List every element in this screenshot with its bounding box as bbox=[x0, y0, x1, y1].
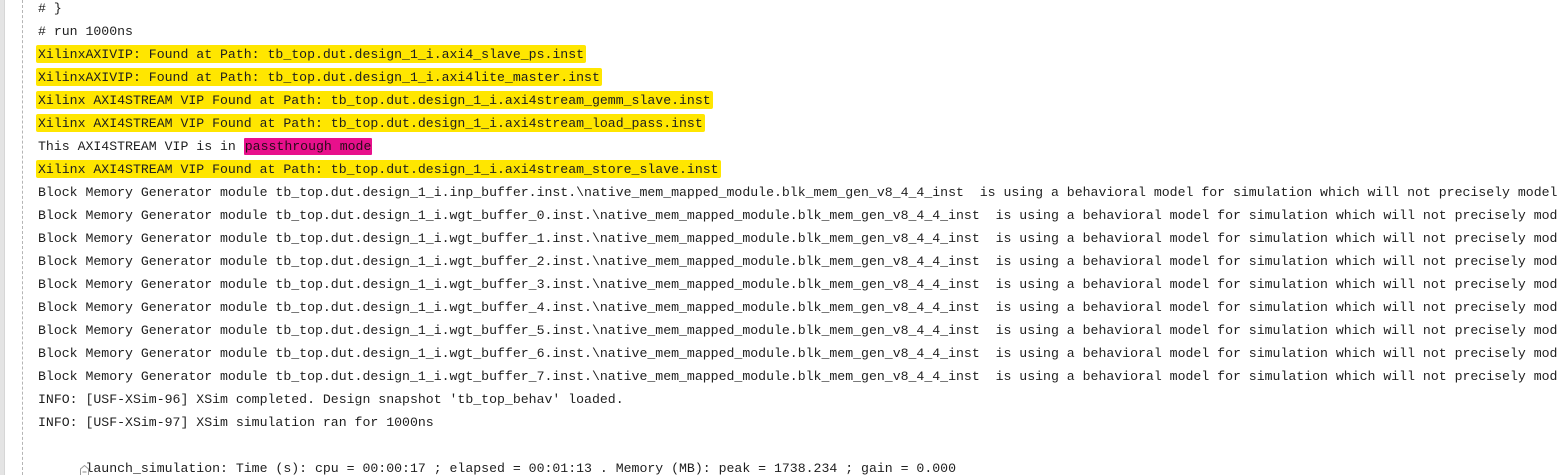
line-text: launch_simulation: Time (s): cpu = 00:00… bbox=[85, 461, 957, 475]
console-line: Block Memory Generator module tb_top.dut… bbox=[38, 365, 1557, 388]
console-line-passthrough: This AXI4STREAM VIP is in passthrough mo… bbox=[38, 135, 1557, 158]
console-line: Block Memory Generator module tb_top.dut… bbox=[38, 342, 1557, 365]
line-text: This AXI4STREAM VIP is in bbox=[38, 139, 244, 154]
line-text-yellow-highlight: XilinxAXIVIP: Found at Path: tb_top.dut.… bbox=[36, 68, 602, 86]
line-text: INFO: [USF-XSim-96] XSim completed. Desi… bbox=[38, 392, 624, 407]
line-text: Block Memory Generator module tb_top.dut… bbox=[38, 323, 1557, 338]
line-text-yellow-highlight: Xilinx AXI4STREAM VIP Found at Path: tb_… bbox=[36, 160, 721, 178]
console-line-highlighted: Xilinx AXI4STREAM VIP Found at Path: tb_… bbox=[36, 112, 1557, 135]
console-line: Block Memory Generator module tb_top.dut… bbox=[38, 319, 1557, 342]
console-line: Block Memory Generator module tb_top.dut… bbox=[38, 273, 1557, 296]
passthrough-mode-magenta-highlight: passthrough mode bbox=[243, 138, 373, 155]
console-line-foldable: launch_simulation: Time (s): cpu = 00:00… bbox=[38, 434, 1557, 475]
line-text: Block Memory Generator module tb_top.dut… bbox=[38, 185, 1557, 200]
console-line: Block Memory Generator module tb_top.dut… bbox=[38, 250, 1557, 273]
collapse-fold-icon[interactable] bbox=[16, 439, 90, 475]
console-line: # } bbox=[38, 0, 1557, 20]
line-text: Block Memory Generator module tb_top.dut… bbox=[38, 346, 1557, 361]
console-line-highlighted: Xilinx AXI4STREAM VIP Found at Path: tb_… bbox=[36, 89, 1557, 112]
line-text: Block Memory Generator module tb_top.dut… bbox=[38, 231, 1557, 246]
console-line-highlighted: XilinxAXIVIP: Found at Path: tb_top.dut.… bbox=[36, 43, 1557, 66]
console-line-highlighted: XilinxAXIVIP: Found at Path: tb_top.dut.… bbox=[36, 66, 1557, 89]
console-line: INFO: [USF-XSim-96] XSim completed. Desi… bbox=[38, 388, 1557, 411]
console-line: INFO: [USF-XSim-97] XSim simulation ran … bbox=[38, 411, 1557, 434]
line-text: Block Memory Generator module tb_top.dut… bbox=[38, 208, 1557, 223]
console-gutter-strip bbox=[0, 0, 5, 475]
line-text: Block Memory Generator module tb_top.dut… bbox=[38, 369, 1557, 384]
line-text-yellow-highlight: Xilinx AXI4STREAM VIP Found at Path: tb_… bbox=[36, 114, 705, 132]
line-text: Block Memory Generator module tb_top.dut… bbox=[38, 254, 1557, 269]
console-line: Block Memory Generator module tb_top.dut… bbox=[38, 296, 1557, 319]
line-text: # } bbox=[38, 1, 62, 16]
line-text-yellow-highlight: XilinxAXIVIP: Found at Path: tb_top.dut.… bbox=[36, 45, 587, 63]
console-line-highlighted: Xilinx AXI4STREAM VIP Found at Path: tb_… bbox=[36, 158, 1557, 181]
line-text-yellow-highlight: Xilinx AXI4STREAM VIP Found at Path: tb_… bbox=[36, 91, 713, 109]
line-text: INFO: [USF-XSim-97] XSim simulation ran … bbox=[38, 415, 434, 430]
console-line: Block Memory Generator module tb_top.dut… bbox=[38, 181, 1557, 204]
line-text: Block Memory Generator module tb_top.dut… bbox=[38, 277, 1557, 292]
console-lines: # } # run 1000ns XilinxAXIVIP: Found at … bbox=[36, 0, 1557, 475]
fold-guide-line bbox=[22, 0, 23, 475]
line-text: Block Memory Generator module tb_top.dut… bbox=[38, 300, 1557, 315]
console-line: Block Memory Generator module tb_top.dut… bbox=[38, 227, 1557, 250]
console-line: Block Memory Generator module tb_top.dut… bbox=[38, 204, 1557, 227]
line-text: # run 1000ns bbox=[38, 24, 133, 39]
console-line: # run 1000ns bbox=[38, 20, 1557, 43]
